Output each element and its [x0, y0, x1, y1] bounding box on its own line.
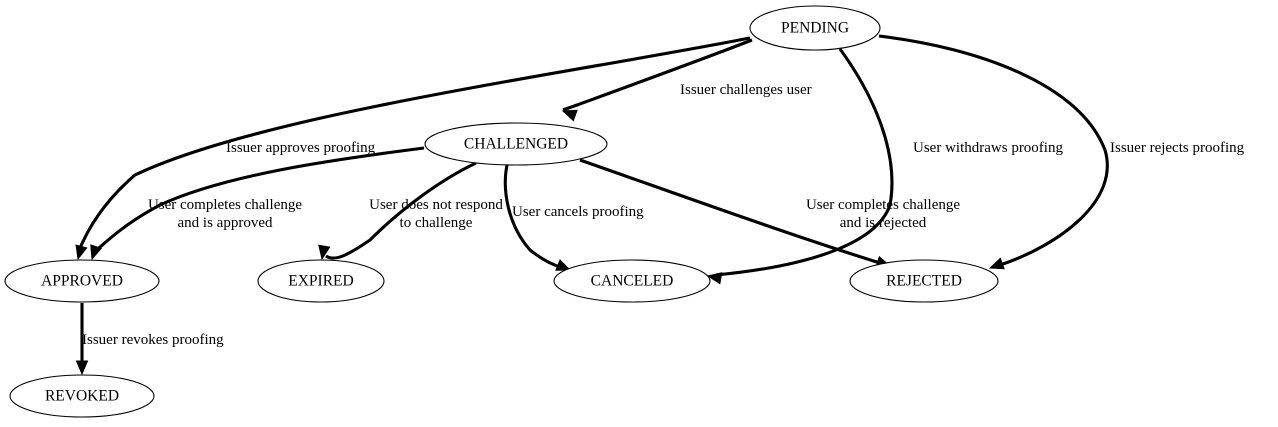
edge-arrowhead-pending-approved [75, 244, 88, 261]
edges-layer [75, 34, 1109, 376]
node-label-rejected: REJECTED [886, 273, 962, 290]
edge-label-approved-revoked: Issuer revokes proofing [82, 332, 224, 348]
edge-arrowhead-challenged-approved [90, 244, 103, 261]
edge-arrowhead-pending-canceled [706, 272, 723, 285]
nodes-layer: PENDING CHALLENGED APPROVED EXPIRED CANCELED… [4, 5, 999, 418]
edge-pending-canceled [706, 48, 894, 285]
node-ellipse-canceled[interactable] [553, 259, 711, 303]
node-label-expired: EXPIRED [288, 273, 353, 290]
node-ellipse-revoked[interactable] [9, 374, 155, 418]
edge-arrowhead-pending-rejected [988, 257, 1005, 270]
node-label-pending: PENDING [781, 20, 849, 37]
edge-label-pending-challenged: Issuer challenges user [680, 82, 812, 98]
edge-path-challenged-canceled [503, 164, 564, 270]
edge-challenged-expired [318, 161, 477, 261]
edge-arrowhead-challenged-expired [318, 244, 331, 261]
node-ellipse-challenged[interactable] [424, 122, 608, 166]
node-expired[interactable]: EXPIRED [257, 259, 385, 303]
edge-path-pending-approved [76, 36, 751, 254]
node-label-canceled: CANCELED [591, 273, 674, 290]
edge-pending-challenged [561, 38, 753, 122]
node-revoked[interactable]: REVOKED [9, 374, 155, 418]
edge-label-pending-canceled: User withdraws proofing [913, 140, 1063, 156]
edge-path-pending-challenged [562, 38, 753, 112]
edge-pending-approved [75, 36, 751, 261]
edge-challenged-canceled [503, 164, 572, 271]
node-canceled[interactable]: CANCELED [553, 259, 711, 303]
edge-path-pending-rejected [878, 34, 1109, 267]
node-rejected[interactable]: REJECTED [849, 259, 999, 303]
node-ellipse-pending[interactable] [749, 5, 881, 51]
node-pending[interactable]: PENDING [749, 5, 881, 51]
edge-challenged-approved [90, 146, 425, 261]
node-label-revoked: REVOKED [45, 388, 119, 405]
edge-label-challenged-canceled: User cancels proofing [512, 204, 644, 220]
edge-label-pending-approved: Issuer approves proofing [226, 140, 376, 156]
edge-label-pending-rejected: Issuer rejects proofing [1110, 140, 1245, 156]
node-ellipse-expired[interactable] [257, 259, 385, 303]
edge-path-challenged-rejected [579, 158, 881, 265]
edge-path-pending-canceled [715, 48, 894, 277]
node-ellipse-approved[interactable] [4, 259, 160, 303]
edge-arrowhead-challenged-canceled [555, 259, 572, 271]
edge-path-challenged-expired [325, 161, 477, 260]
edge-arrowhead-pending-challenged [561, 109, 578, 122]
edge-pending-rejected [878, 34, 1109, 270]
edge-approved-revoked [75, 303, 89, 376]
node-challenged[interactable]: CHALLENGED [424, 122, 608, 166]
node-ellipse-rejected[interactable] [849, 259, 999, 303]
node-label-approved: APPROVED [41, 273, 123, 290]
edge-arrowhead-approved-revoked [75, 360, 89, 376]
node-approved[interactable]: APPROVED [4, 259, 160, 303]
node-label-challenged: CHALLENGED [464, 136, 568, 153]
edge-path-challenged-approved [91, 146, 425, 256]
